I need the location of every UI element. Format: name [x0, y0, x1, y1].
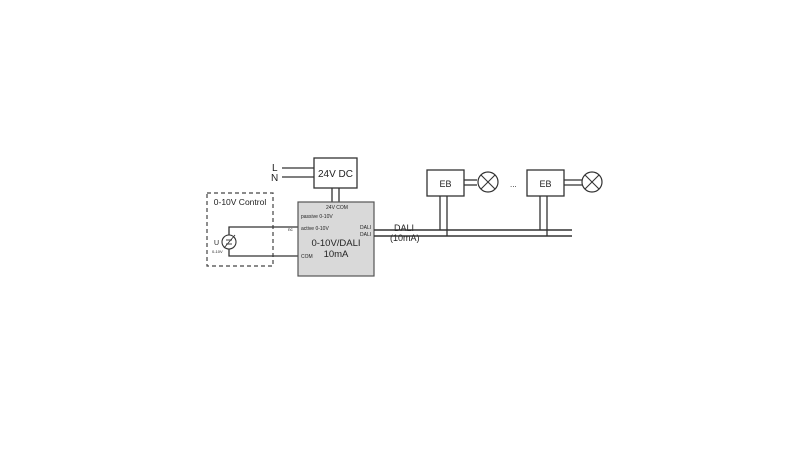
- control-enclosure: [206, 192, 274, 267]
- converter-module: [297, 201, 375, 277]
- converter-com-terminal: COM: [301, 254, 313, 260]
- converter-top-terminals: 24V COM: [326, 205, 348, 211]
- ballast-ellipsis: ...: [510, 180, 517, 189]
- ballast-label-1: EB: [439, 179, 451, 189]
- ballast-box-2: [526, 169, 565, 197]
- ballast-label-2: EB: [539, 179, 551, 189]
- mains-n-label: N: [271, 173, 278, 184]
- source-range: 0-10V: [212, 249, 223, 254]
- converter-name-line2: 10mA: [324, 249, 349, 260]
- bus-label-line1: DALI: [394, 223, 414, 233]
- converter-dali-terminal-2: DALI: [360, 232, 371, 238]
- converter-passive-terminal: passive 0-10V: [301, 214, 333, 220]
- control-signal-wire: [228, 226, 300, 235]
- psu-label: 24V DC: [318, 169, 353, 180]
- control-com-wire: [228, 249, 300, 257]
- converter-nc-label: nc: [288, 227, 294, 232]
- converter-name-line1: 0-10V/DALI: [311, 238, 360, 249]
- bus-label-line2: (10mA): [390, 233, 420, 243]
- ballast-box-1: [426, 169, 465, 197]
- converter-active-terminal: active 0-10V: [301, 226, 329, 232]
- source-symbol: U: [214, 240, 219, 247]
- mains-l-label: L: [272, 163, 278, 174]
- psu-box: [313, 157, 358, 189]
- lamp-1-cross-b: [480, 174, 496, 190]
- lamp-2-cross-b: [584, 174, 600, 190]
- voltage-source-arrow: [223, 234, 236, 249]
- control-title: 0-10V Control: [214, 197, 267, 207]
- converter-dali-terminal-1: DALI: [360, 225, 371, 231]
